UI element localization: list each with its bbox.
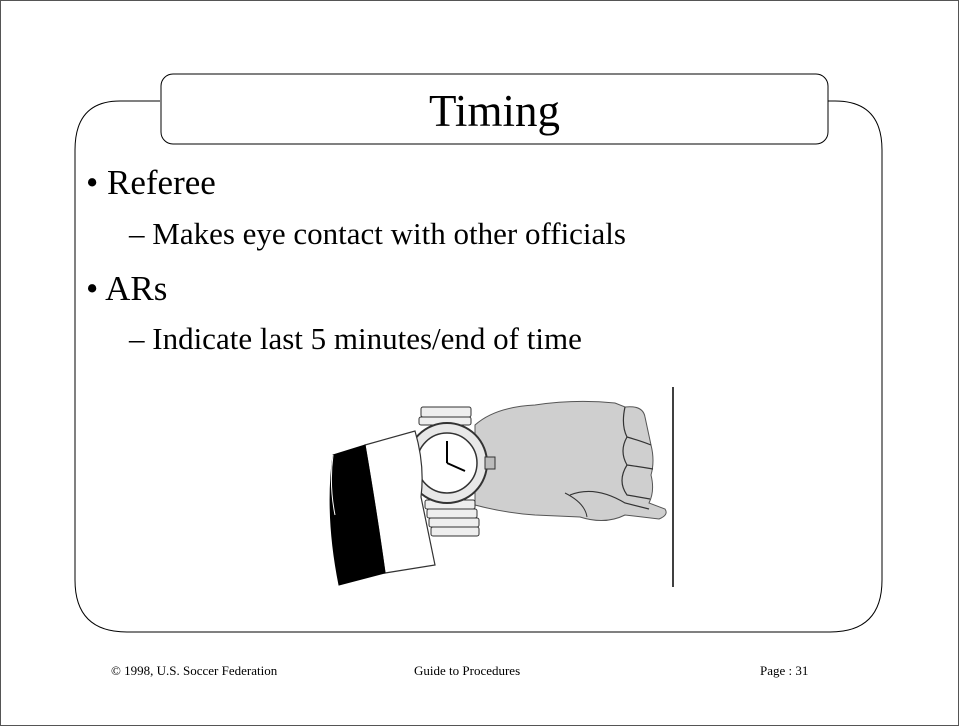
- sub-mark: –: [129, 216, 145, 251]
- footer-guide: Guide to Procedures: [414, 663, 521, 678]
- bullet-ars: • ARs: [86, 271, 167, 306]
- sub-bullet-text: Makes eye contact with other officials: [152, 216, 626, 251]
- sub-bullet-referee: – Makes eye contact with other officials: [129, 218, 626, 249]
- sub-bullet-text: Indicate last 5 minutes/end of time: [152, 321, 582, 356]
- footer-page-number: Page : 31: [760, 663, 809, 678]
- bullet-label: Referee: [107, 163, 216, 202]
- footer-copyright: © 1998, U.S. Soccer Federation: [111, 663, 278, 678]
- wristwatch-hand-icon: [329, 387, 674, 587]
- sub-bullet-ars: – Indicate last 5 minutes/end of time: [129, 323, 582, 354]
- bullet-mark: •: [86, 269, 99, 308]
- bullet-referee: • Referee: [86, 165, 216, 200]
- slide-title: Timing: [429, 85, 560, 136]
- bullet-mark: •: [86, 163, 99, 202]
- sub-mark: –: [129, 321, 145, 356]
- title-box: Timing: [161, 74, 828, 144]
- bullet-label: ARs: [105, 269, 168, 308]
